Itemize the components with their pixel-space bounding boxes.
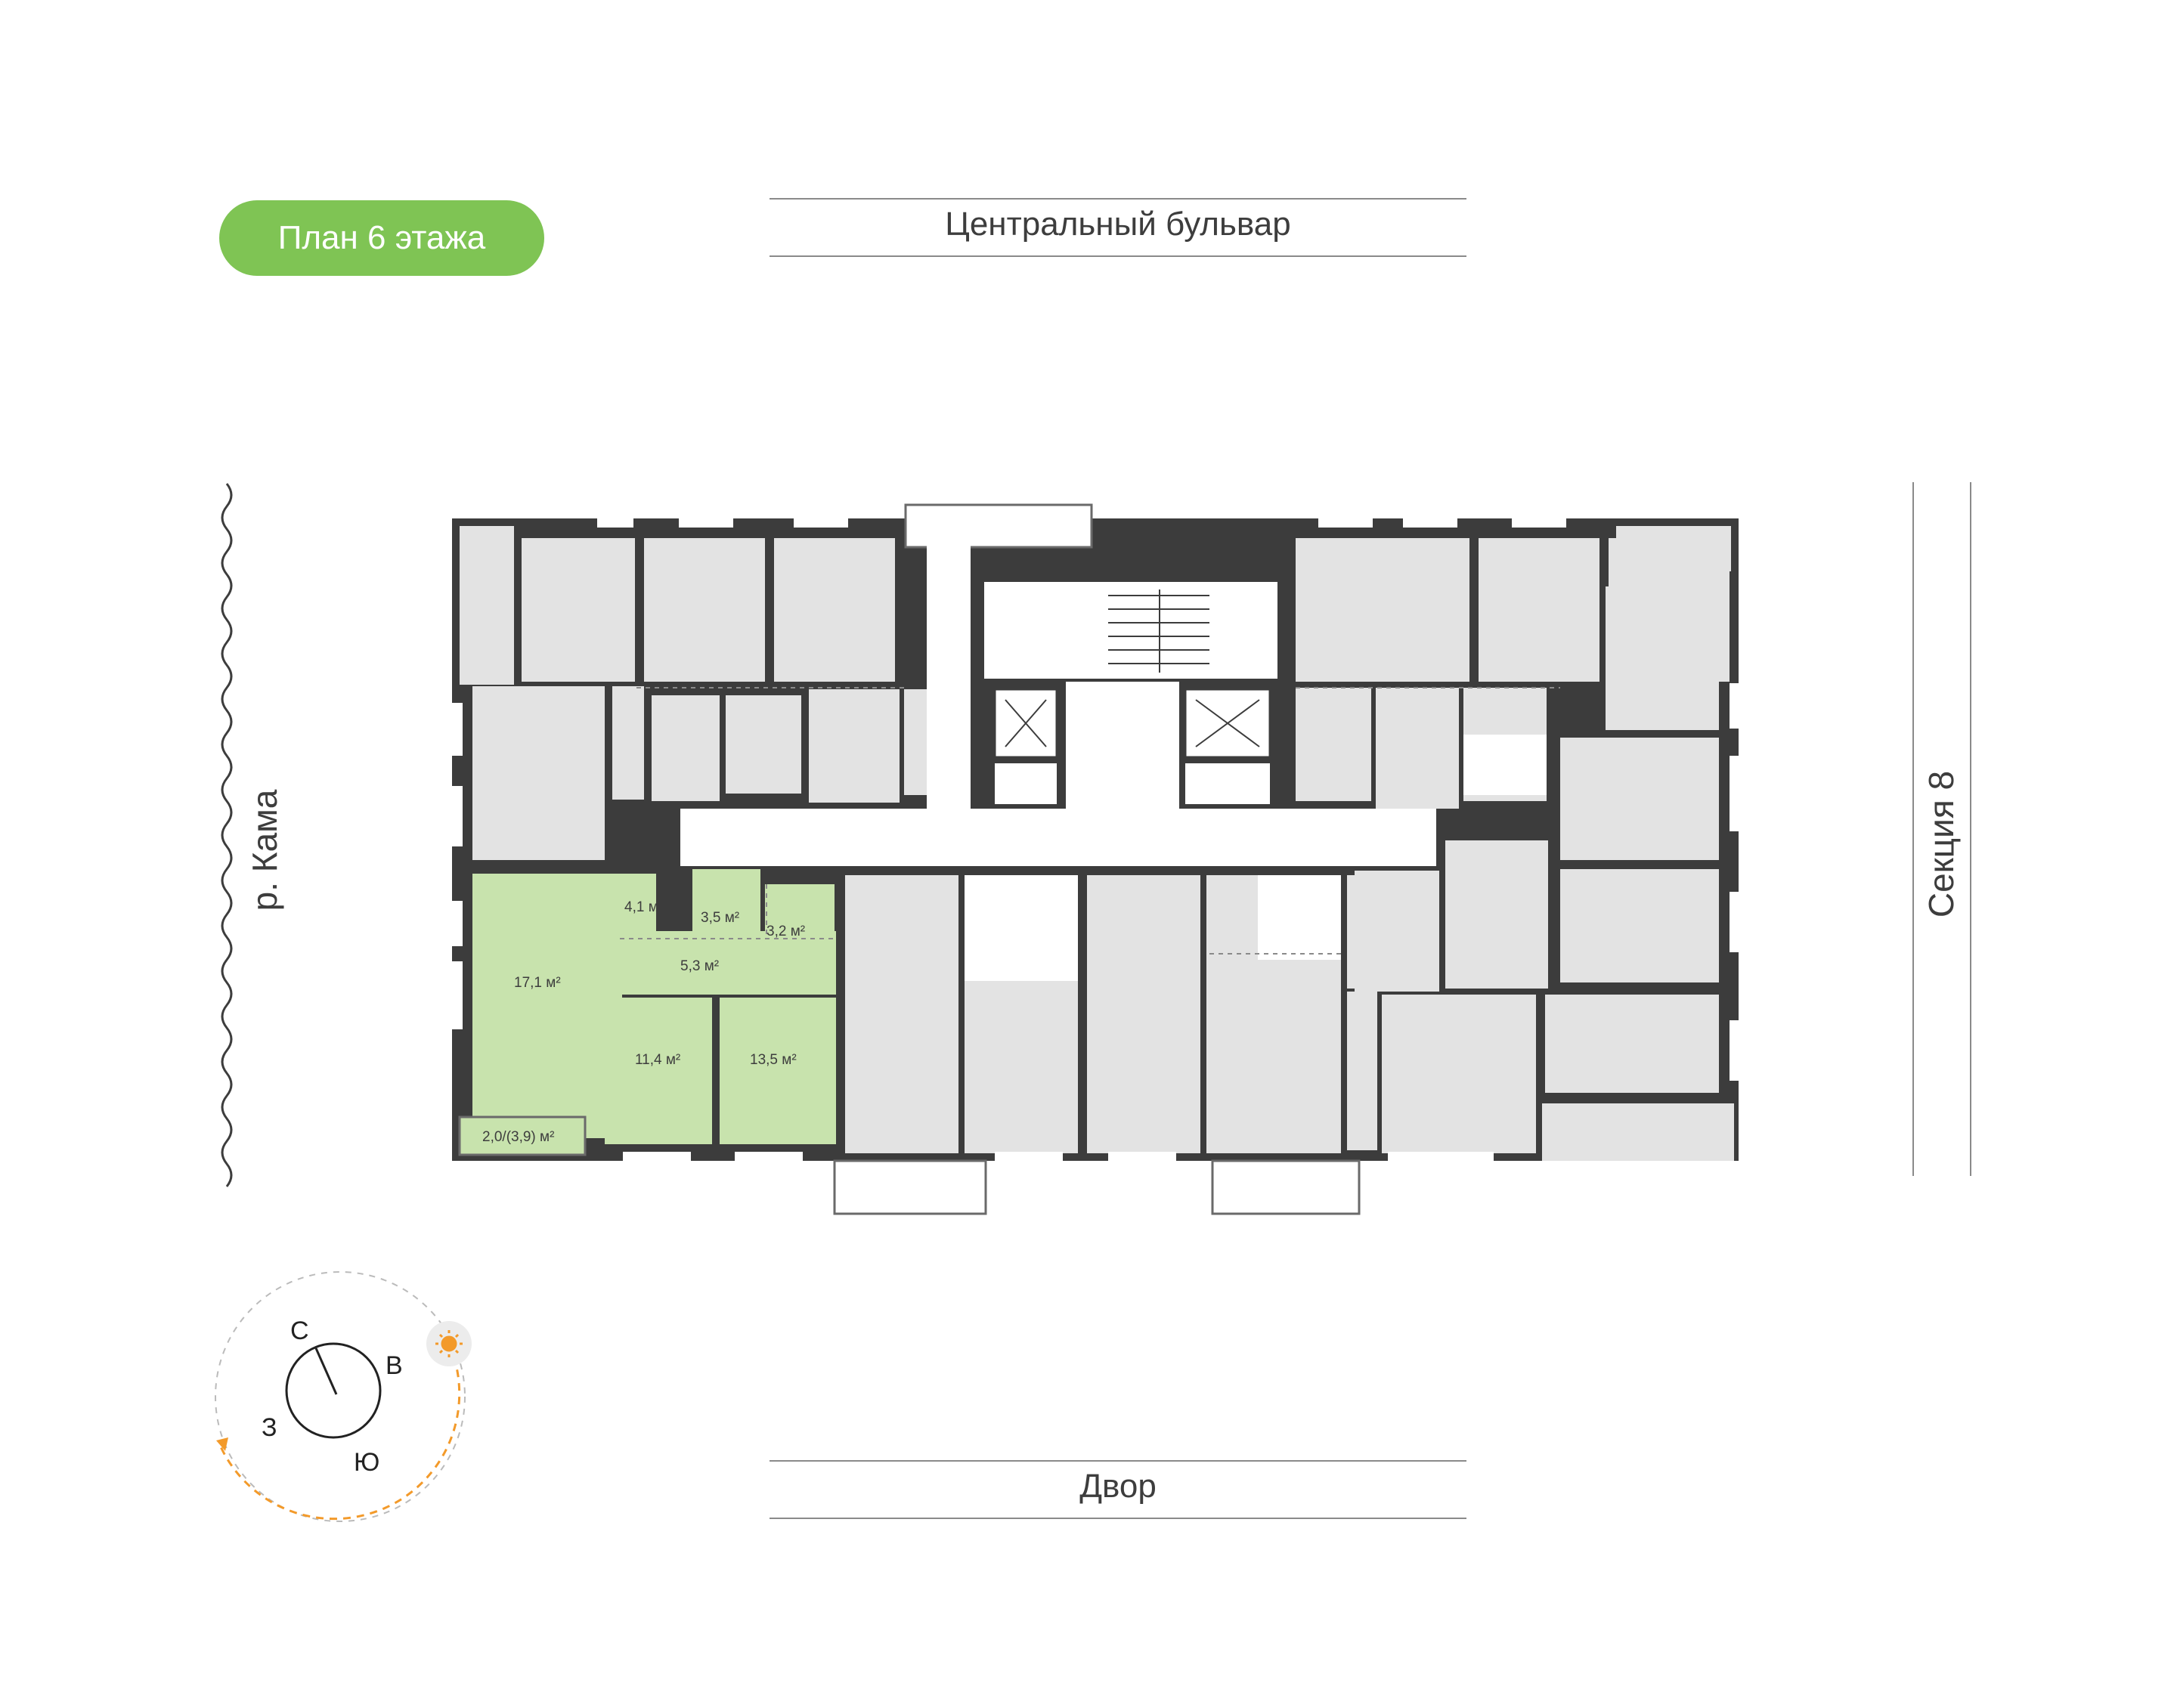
room-fill xyxy=(774,538,895,682)
balcony xyxy=(833,1159,987,1215)
compass-needle xyxy=(314,1348,338,1395)
room-fill xyxy=(612,686,644,800)
area-bedroom-2: 13,5 м² xyxy=(750,1052,797,1068)
right-line-left xyxy=(1912,482,1914,1176)
room-fill xyxy=(1258,875,1341,960)
room-fill xyxy=(726,695,801,794)
room-fill xyxy=(1560,869,1719,982)
elevator-1-cross xyxy=(1005,699,1047,747)
room-fill xyxy=(1347,992,1377,1150)
shaft xyxy=(1185,763,1270,804)
floor-plan-badge[interactable]: План 6 этажа xyxy=(219,200,544,276)
room-fill xyxy=(1445,840,1548,989)
elevator-2-cross xyxy=(1195,699,1260,747)
apartment-hall xyxy=(620,931,836,995)
room-fill xyxy=(1382,995,1536,1153)
room-fill xyxy=(1376,688,1459,809)
top-balcony xyxy=(904,503,1093,549)
balcony xyxy=(1211,1159,1361,1215)
room-fill xyxy=(1560,738,1719,860)
elevator-hall xyxy=(1066,682,1179,810)
room-fill xyxy=(1463,735,1547,795)
room-fill xyxy=(845,875,958,1153)
room-fill xyxy=(1296,688,1371,801)
room-fill xyxy=(1545,995,1719,1093)
room-fill xyxy=(1479,538,1599,682)
room-fill xyxy=(652,695,720,801)
top-street-line-lower xyxy=(770,255,1466,257)
area-wc: 3,2 м² xyxy=(766,924,805,939)
area-bath: 4,1 м² xyxy=(624,899,663,915)
room-fill xyxy=(1347,875,1438,989)
stair-steps xyxy=(1108,589,1209,673)
sun-path-arc xyxy=(218,1343,461,1521)
windows xyxy=(452,518,1739,1161)
room-fill xyxy=(1606,586,1719,730)
right-line-right xyxy=(1970,482,1971,1176)
area-living: 17,1 м² xyxy=(514,975,561,991)
bottom-street-line-lower xyxy=(770,1518,1466,1519)
river-wave xyxy=(221,483,233,1187)
compass-east: В xyxy=(386,1351,403,1380)
sun-arrow xyxy=(216,1437,228,1451)
room-fill xyxy=(1616,526,1731,571)
apartment-bedroom-1 xyxy=(605,998,712,1144)
balcony xyxy=(1542,1103,1734,1161)
room-fill xyxy=(460,526,514,685)
compass-dial xyxy=(285,1342,382,1439)
apartment-balcony xyxy=(458,1115,587,1156)
area-hall: 5,3 м² xyxy=(680,958,719,974)
room-fill xyxy=(472,686,605,860)
top-street-label: Центральный бульвар xyxy=(945,206,1291,243)
room-fill xyxy=(1296,538,1469,682)
dashed-separators xyxy=(620,687,1560,955)
area-hall-upper: 3,5 м² xyxy=(701,910,739,926)
compass-west: З xyxy=(262,1413,277,1442)
room-fill xyxy=(1087,875,1200,1153)
corridor xyxy=(680,809,1436,866)
area-balcony: 2,0/(3,9) м² xyxy=(482,1129,554,1145)
stairs xyxy=(984,582,1277,679)
area-bedroom-1: 11,4 м² xyxy=(635,1052,680,1068)
bottom-street-line-upper xyxy=(770,1460,1466,1462)
top-street-line-upper xyxy=(770,198,1466,200)
apartment-bedroom-2 xyxy=(720,998,836,1144)
room-fill xyxy=(522,538,635,682)
sun-icon xyxy=(435,1330,463,1357)
compass-south: Ю xyxy=(354,1448,379,1477)
compass-north: С xyxy=(290,1317,309,1345)
corridor xyxy=(927,544,971,816)
shaft xyxy=(995,763,1057,804)
bottom-street-label: Двор xyxy=(1079,1468,1157,1505)
sun-path xyxy=(215,1271,466,1522)
room-fill xyxy=(965,875,1078,981)
room-fill xyxy=(809,689,900,803)
room-fill xyxy=(644,538,765,682)
